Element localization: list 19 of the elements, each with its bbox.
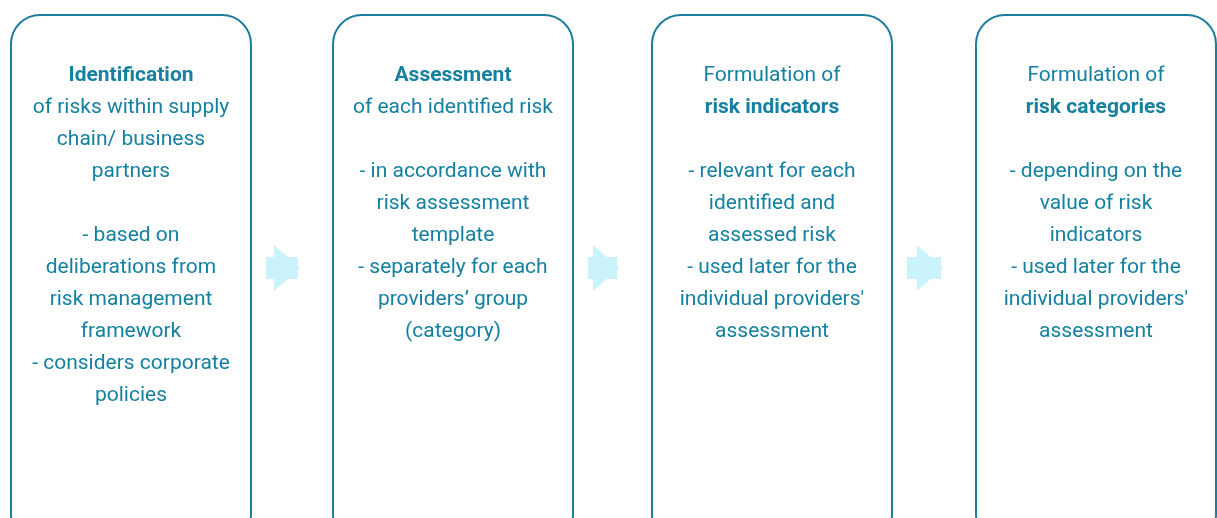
step-heading: Assessment of each identified risk (353, 61, 553, 120)
step-note: - depending on the value of risk indicators (1008, 157, 1184, 248)
step-note: - separately for each providers’ group (category) (357, 253, 549, 344)
block-arrow (907, 245, 943, 291)
process-box (975, 14, 1217, 518)
step-note: - considers corporate policies (31, 349, 231, 408)
process-box (332, 14, 574, 518)
process-box (651, 14, 893, 518)
step-heading: Identification of risks within supply chain/ business partners (31, 61, 231, 184)
step-note: - used later for the individual providers' assessment (678, 253, 866, 344)
block-arrow (266, 245, 300, 291)
step-note: - relevant for each identified and assessed risk (687, 157, 857, 248)
step-note: - based on deliberations from risk management framework (44, 221, 218, 344)
step-note: - in accordance with risk assessment template (358, 157, 548, 248)
block-arrow (588, 245, 619, 291)
step-note: - used later for the individual providers' assessment (1002, 253, 1190, 344)
step-heading: Formulation of risk indicators (703, 61, 841, 120)
process-box (10, 14, 252, 518)
step-heading: Formulation of risk categories (1025, 61, 1167, 120)
